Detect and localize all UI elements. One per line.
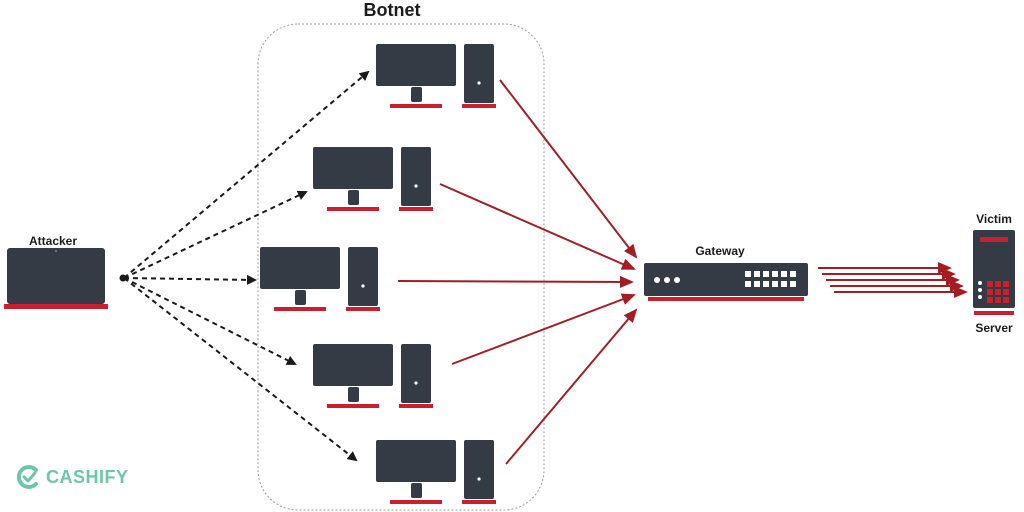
attack-origin-dot — [119, 274, 127, 282]
command-arrows — [123, 70, 370, 462]
attack-arrow-3 — [397, 275, 634, 288]
bot-computer-4-icon — [313, 344, 433, 408]
bot-computer-5-icon — [376, 440, 496, 504]
gateway-label: Gateway — [695, 244, 745, 258]
server-label: Server — [975, 321, 1013, 335]
botnet-boundary — [257, 23, 545, 511]
command-arrow-4 — [123, 277, 297, 365]
attack-arrows — [397, 79, 638, 465]
attack-arrow-4 — [451, 293, 636, 365]
command-arrow-5 — [123, 277, 358, 462]
attack-arrow-2 — [439, 183, 636, 270]
attacker-laptop-icon — [4, 248, 108, 309]
victim-server-icon — [973, 230, 1015, 315]
watermark-text: CASHIFY — [46, 466, 129, 487]
command-arrow-3 — [123, 274, 257, 285]
bot-computer-1-icon — [376, 44, 496, 108]
gateway-router-icon — [644, 263, 808, 301]
attack-arrow-1 — [499, 79, 638, 259]
victim-label: Victim — [976, 212, 1012, 226]
flood-arrows — [818, 262, 968, 298]
botnet-title: Botnet — [363, 0, 421, 20]
bot-computer-2-icon — [313, 147, 433, 211]
cashify-watermark: CASHIFY — [14, 460, 129, 494]
attack-arrow-5 — [505, 308, 638, 465]
cashify-logo-icon — [16, 465, 38, 489]
command-arrow-2 — [123, 190, 308, 279]
bot-computer-3-icon — [260, 247, 380, 311]
attacker-label: Attacker — [28, 234, 78, 248]
